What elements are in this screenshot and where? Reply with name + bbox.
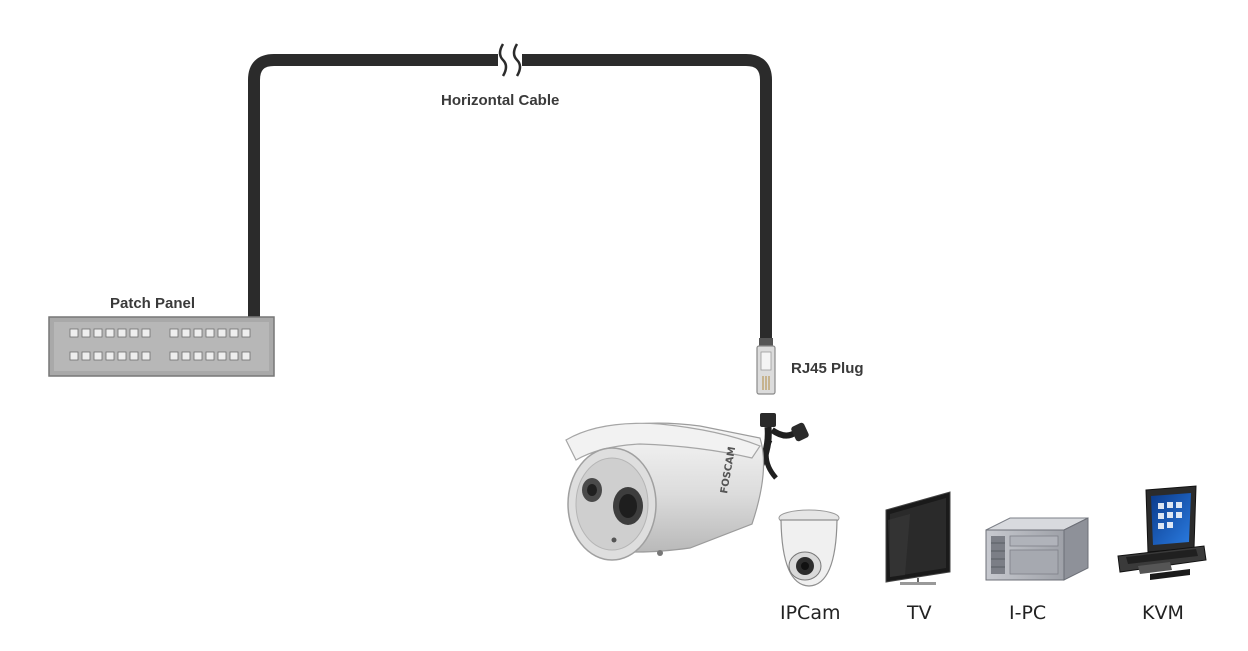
device-label-kvm: KVM [1142,602,1184,624]
tv-icon [885,491,951,585]
dome-camera-icon [778,509,840,587]
industrial-pc-icon [985,517,1089,581]
device-label-tv: TV [907,602,932,624]
patch-panel-label: Patch Panel [110,295,196,312]
rj45-plug-label: RJ45 Plug [791,360,864,377]
device-label-ipc: I-PC [1009,602,1047,624]
kvm-console-icon [1117,485,1207,580]
rj45-plug-icon [756,338,776,395]
horizontal-cable [248,43,772,338]
horizontal-cable-label: Horizontal Cable [441,92,560,109]
bullet-camera-icon: FOSCAM [565,422,765,561]
device-label-ipcam: IPCam [780,602,841,624]
patch-panel-icon [48,316,275,377]
